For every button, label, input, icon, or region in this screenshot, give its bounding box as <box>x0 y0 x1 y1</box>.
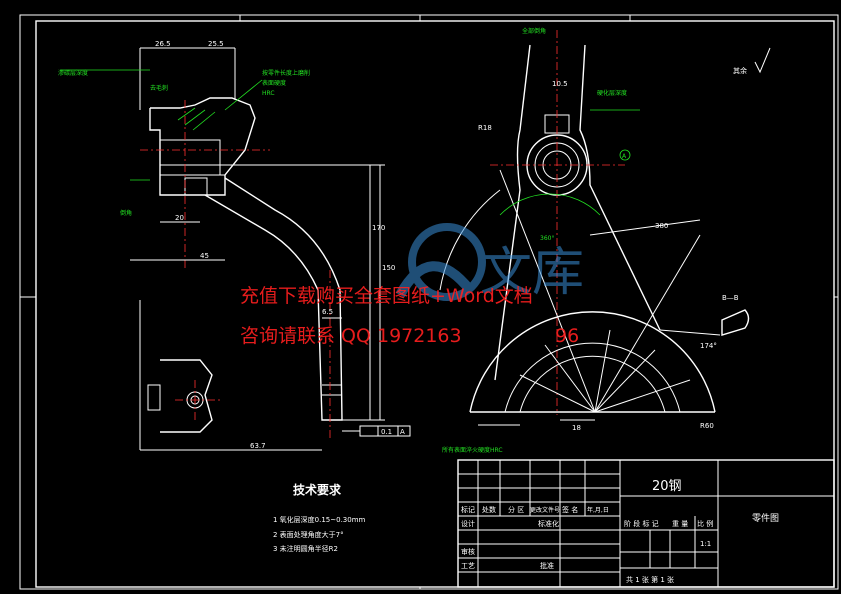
note-hardness: 表面硬度 <box>262 79 286 87</box>
top-note: 其余 <box>733 66 747 75</box>
watermark-logo: 文库 <box>480 243 584 303</box>
row-process: 工艺 <box>461 562 475 570</box>
note-grind: 按零件长度上磨削 <box>262 69 310 77</box>
tech-title: 技术要求 <box>293 482 342 497</box>
note-all-chamfer: 全部倒角 <box>522 27 546 35</box>
hdr-count: 处数 <box>482 505 496 514</box>
dim-380: 380 <box>655 222 668 230</box>
tech-item-1: 1 氧化层深度0.15~0.30mm <box>273 515 366 524</box>
tech-item-2: 2 表面处理角度大于7° <box>273 530 344 539</box>
left-view: 26.5 25.5 45 20 170 150 6.5 63.7 0.1 A 去… <box>58 40 411 451</box>
stage-weight: 重 量 <box>672 520 688 528</box>
note-harden-depth: 硬化层深度 <box>597 89 627 97</box>
dim-63-7: 63.7 <box>250 442 266 450</box>
row-review: 审核 <box>461 547 475 556</box>
sheet-count: 共 1 张 第 1 张 <box>626 575 674 584</box>
dim-174: 174° <box>700 342 717 350</box>
dim-18: 18 <box>572 424 581 432</box>
hdr-mark: 标记 <box>461 505 475 514</box>
dim-150: 150 <box>382 264 395 272</box>
hdr-date: 年,月,日 <box>587 506 609 514</box>
tech-requirements: 技术要求 1 氧化层深度0.15~0.30mm 2 表面处理角度大于7° 3 未… <box>273 482 366 553</box>
outer-frame <box>19 14 839 590</box>
datum-a: A <box>622 153 627 160</box>
inner-frame <box>35 20 835 588</box>
dim-26-5: 26.5 <box>155 40 171 48</box>
drawing-name: 零件图 <box>752 512 779 524</box>
watermark: 文库 <box>395 223 584 303</box>
material: 20钢 <box>652 479 682 494</box>
dim-170: 170 <box>372 224 385 232</box>
watermark-line2-tail: 96 <box>555 325 579 347</box>
tol-datum: A <box>400 428 405 436</box>
watermark-line1: 充值下载购买全套图纸+Word文档 <box>240 285 533 307</box>
right-view: B—B R18 10.5 380 360° 18 R60 174° 全部倒角 硬… <box>439 27 771 454</box>
note-all-surface: 所有表面淬火硬度HRC <box>442 446 503 454</box>
note-chamfer: 倒角 <box>120 209 132 217</box>
dim-20: 20 <box>175 214 184 222</box>
hdr-sign: 签 名 <box>562 505 578 514</box>
row-approve: 批准 <box>540 561 554 570</box>
note-hrc: HRC <box>262 90 275 97</box>
tech-item-3: 3 未注明圆角半径R2 <box>273 544 338 553</box>
dim-45: 45 <box>200 252 209 260</box>
dim-360: 360° <box>540 235 554 242</box>
tol-value: 0.1 <box>381 428 392 436</box>
note-deburr: 去毛刺 <box>150 84 168 92</box>
title-block: 20钢 零件图 标记 处数 分 区 更改文件号 签 名 年,月,日 设计 标准化… <box>457 459 835 588</box>
stage-scale: 比 例 <box>697 519 713 528</box>
row-design: 设计 <box>461 519 475 528</box>
dim-r18: R18 <box>478 124 492 132</box>
stage-mark: 阶 段 标 记 <box>624 519 659 528</box>
dim-25-5: 25.5 <box>208 40 224 48</box>
dim-r60: R60 <box>700 422 714 430</box>
dim-10-5: 10.5 <box>552 80 568 88</box>
dim-6-5: 6.5 <box>322 308 333 316</box>
hdr-zone: 分 区 <box>508 505 524 514</box>
note-case-depth: 渗碳层深度 <box>58 69 88 77</box>
hdr-change: 更改文件号 <box>530 506 560 514</box>
scale-value: 1:1 <box>700 540 711 548</box>
watermark-line2: 咨询请联系 QQ 1972163 <box>240 325 462 347</box>
row-standard: 标准化 <box>538 519 559 528</box>
section-label: B—B <box>722 294 739 302</box>
